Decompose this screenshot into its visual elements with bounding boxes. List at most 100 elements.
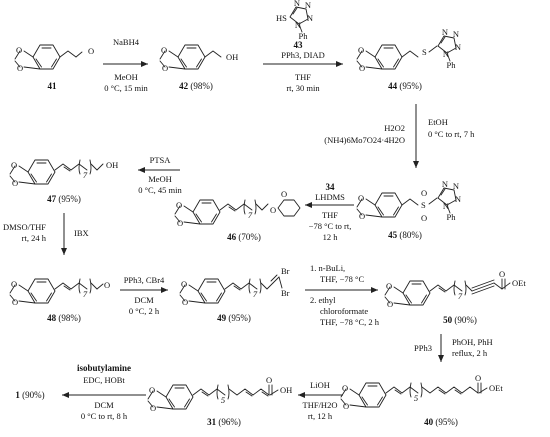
svg-text:5: 5 — [221, 395, 225, 405]
svg-text:THF, −78 °C: THF, −78 °C — [320, 274, 364, 284]
step-8: 1. n-BuLi, THF, −78 °C 2. ethyl chlorofo… — [305, 263, 380, 327]
svg-text:OH: OH — [280, 385, 292, 395]
svg-text:0 °C, 45 min: 0 °C, 45 min — [138, 185, 182, 195]
svg-text:HS: HS — [276, 13, 287, 23]
svg-text:OEt: OEt — [489, 383, 503, 393]
step-10: LiOH THF/H2O rt, 12 h — [298, 380, 343, 421]
svg-text:O: O — [266, 375, 272, 385]
svg-text:MeOH: MeOH — [148, 174, 172, 184]
svg-text:42 (98%): 42 (98%) — [179, 81, 213, 91]
svg-text:THF, −78 °C, 2 h: THF, −78 °C, 2 h — [320, 317, 380, 327]
svg-text:S: S — [422, 47, 427, 57]
compound-43: HS 43 — [276, 0, 314, 50]
svg-text:PTSA: PTSA — [150, 155, 172, 165]
svg-text:OH: OH — [106, 160, 118, 170]
step-3: EtOH 0 °C to rt, 7 h H2O2 (NH4)6Mo7O24·4… — [324, 104, 475, 168]
svg-text:MeOH: MeOH — [114, 72, 138, 82]
svg-text:O: O — [499, 269, 505, 279]
compound-number-43: 43 — [294, 40, 304, 50]
svg-text:DCM: DCM — [94, 400, 114, 410]
compound-48: 7 O 48 (98%) — [9, 278, 110, 323]
svg-text:1. n-BuLi,: 1. n-BuLi, — [310, 263, 345, 273]
svg-text:PPh3: PPh3 — [414, 343, 432, 353]
svg-text:O: O — [421, 188, 427, 198]
svg-text:1 (90%): 1 (90%) — [15, 390, 44, 400]
svg-text:OH: OH — [226, 52, 238, 62]
step-4: 34 LHDMS THF −78 °C to rt, 12 h — [305, 182, 354, 242]
svg-text:reflux, 2 h: reflux, 2 h — [452, 348, 488, 358]
compound-41: O 41 — [14, 44, 94, 91]
svg-text:7: 7 — [458, 291, 463, 301]
svg-text:DCM: DCM — [134, 295, 154, 305]
svg-text:2. ethyl: 2. ethyl — [310, 295, 336, 305]
svg-text:0 °C, 15 min: 0 °C, 15 min — [104, 83, 148, 93]
svg-text:Br: Br — [281, 266, 290, 276]
step-5: PTSA MeOH 0 °C, 45 min — [138, 155, 183, 195]
compound-47: 7 OH 47 (95%) — [9, 159, 118, 204]
svg-text:7: 7 — [83, 170, 88, 180]
svg-text:NaBH4: NaBH4 — [113, 37, 140, 47]
svg-text:7: 7 — [83, 289, 88, 299]
compound-1: 1 (90%) — [15, 390, 44, 400]
svg-text:PPh3, DIAD: PPh3, DIAD — [281, 50, 324, 60]
svg-text:rt, 30 min: rt, 30 min — [286, 83, 320, 93]
svg-text:0 °C to rt, 7 h: 0 °C to rt, 7 h — [428, 129, 475, 139]
svg-text:Br: Br — [281, 288, 290, 298]
svg-text:(NH4)6Mo7O24·4H2O: (NH4)6Mo7O24·4H2O — [324, 135, 405, 145]
svg-text:O: O — [270, 205, 276, 215]
compound-44: S 44 (95%) — [356, 26, 462, 91]
svg-text:12 h: 12 h — [323, 232, 339, 242]
step-6: DMSO/THF rt, 24 h IBX — [3, 213, 89, 255]
svg-text:H2O2: H2O2 — [384, 123, 405, 133]
svg-text:−78 °C to rt,: −78 °C to rt, — [309, 221, 352, 231]
svg-text:5: 5 — [414, 393, 418, 403]
compound-42: OH 42 (98%) — [159, 44, 238, 91]
step-9: PPh3 PhOH, PhH reflux, 2 h — [414, 334, 493, 362]
compound-46: 7 O O 46 (70%) — [174, 189, 301, 242]
svg-text:0 °C, 2 h: 0 °C, 2 h — [129, 306, 160, 316]
compound-50: 7 O OEt 50 (90%) — [384, 269, 526, 325]
svg-text:O: O — [475, 373, 481, 383]
svg-text:DMSO/THF: DMSO/THF — [3, 222, 46, 232]
step-1: NaBH4 MeOH 0 °C, 15 min — [103, 37, 149, 93]
compound-number-41: 41 — [48, 81, 58, 91]
svg-text:7: 7 — [253, 289, 258, 299]
svg-text:THF/H2O: THF/H2O — [303, 400, 338, 410]
svg-text:34: 34 — [326, 182, 336, 192]
svg-text:47 (95%): 47 (95%) — [47, 194, 81, 204]
svg-text:44 (95%): 44 (95%) — [388, 81, 422, 91]
svg-text:O: O — [421, 213, 427, 223]
step-7: PPh3, CBr4 DCM 0 °C, 2 h — [120, 275, 168, 316]
compound-45: S O O 45 (80%) — [356, 178, 462, 240]
svg-text:EDC, HOBt: EDC, HOBt — [83, 375, 125, 385]
svg-text:0 °C to rt, 8 h: 0 °C to rt, 8 h — [81, 411, 128, 421]
svg-text:46 (70%): 46 (70%) — [227, 232, 261, 242]
svg-text:LiOH: LiOH — [310, 380, 330, 390]
svg-text:31 (96%): 31 (96%) — [207, 417, 241, 427]
svg-text:40 (95%): 40 (95%) — [424, 417, 458, 427]
svg-text:rt, 12 h: rt, 12 h — [308, 411, 333, 421]
svg-text:S: S — [421, 200, 426, 210]
svg-text:LHDMS: LHDMS — [315, 192, 345, 202]
svg-text:THF: THF — [322, 210, 338, 220]
compound-49: 7 Br Br 49 (95%) — [179, 266, 290, 323]
svg-text:rt, 24 h: rt, 24 h — [22, 233, 47, 243]
svg-text:7: 7 — [248, 210, 253, 220]
step-2: PPh3, DIAD THF rt, 30 min — [263, 50, 343, 93]
svg-text:O: O — [104, 280, 110, 290]
svg-text:isobutylamine: isobutylamine — [77, 363, 131, 373]
step-11: isobutylamine EDC, HOBt DCM 0 °C to rt, … — [62, 363, 146, 421]
svg-text:50 (90%): 50 (90%) — [443, 315, 477, 325]
compound-40: 5 O OEt 40 (95%) — [340, 373, 503, 427]
svg-text:45 (80%): 45 (80%) — [388, 230, 422, 240]
svg-text:IBX: IBX — [74, 228, 89, 238]
svg-text:O: O — [88, 46, 94, 56]
svg-text:49 (95%): 49 (95%) — [217, 313, 251, 323]
svg-text:chloroformate: chloroformate — [320, 306, 368, 316]
compound-31: 5 O OH 31 (96%) — [147, 375, 292, 427]
svg-text:EtOH: EtOH — [428, 117, 448, 127]
svg-text:THF: THF — [295, 72, 311, 82]
svg-text:OEt: OEt — [512, 278, 526, 288]
svg-text:PPh3, CBr4: PPh3, CBr4 — [124, 275, 165, 285]
